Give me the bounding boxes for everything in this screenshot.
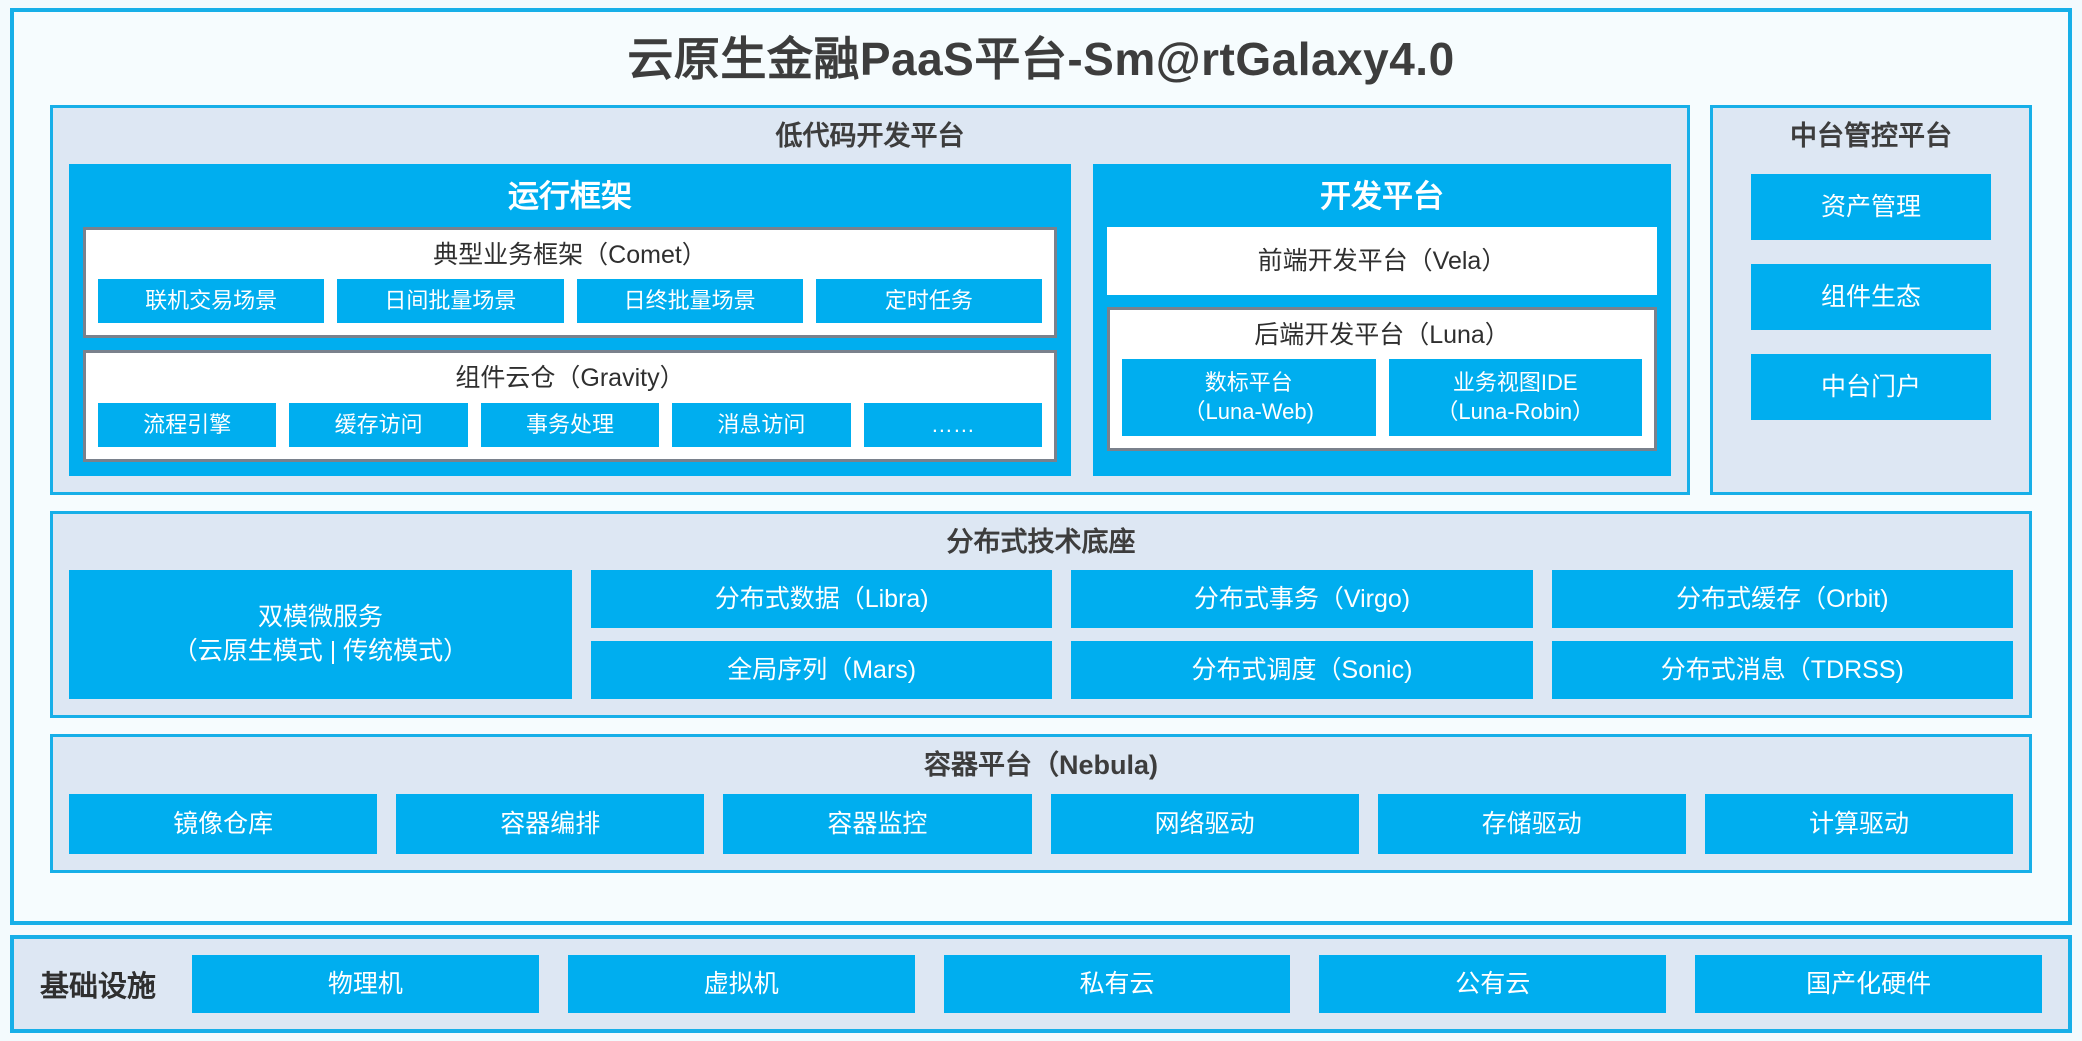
infra-item-physical-machine[interactable]: 物理机 — [192, 955, 539, 1013]
lowcode-platform-title: 低代码开发平台 — [775, 120, 965, 151]
runtime-framework-block: 运行框架 典型业务框架（Comet） 联机交易场景 日间批量场景 日终批量场景 … — [69, 163, 1071, 477]
gravity-item-more[interactable]: …… — [863, 402, 1043, 448]
dist-item-orbit[interactable]: 分布式缓存（Orbit) — [1551, 570, 2013, 629]
runtime-framework-title: 运行框架 — [508, 178, 632, 214]
container-item-network-driver[interactable]: 网络驱动 — [1050, 793, 1359, 854]
gravity-item-cache-access[interactable]: 缓存访问 — [289, 402, 468, 448]
platform-main-card: 云原生金融PaaS平台-Sm@rtGalaxy4.0 低代码开发平台 运行框架 … — [10, 8, 2072, 925]
backend-dev-platform-group: 后端开发平台（Luna） 数标平台 （Luna-Web) 业务视图IDE （Lu… — [1107, 306, 1657, 452]
backend-item-luna-web[interactable]: 数标平台 （Luna-Web) — [1122, 358, 1376, 437]
dist-item-tdrss[interactable]: 分布式消息（TDRSS) — [1551, 641, 2013, 700]
distributed-column-3: 分布式缓存（Orbit) 分布式消息（TDRSS) — [1551, 570, 2013, 700]
backend-dev-platform-title: 后端开发平台（Luna） — [1254, 320, 1510, 349]
comet-group: 典型业务框架（Comet） 联机交易场景 日间批量场景 日终批量场景 定时任务 — [83, 226, 1057, 339]
gravity-item-transaction-processing[interactable]: 事务处理 — [480, 402, 660, 448]
container-item-row: 镜像仓库 容器编排 容器监控 网络驱动 存储驱动 计算驱动 — [69, 793, 2014, 854]
distributed-column-2: 分布式事务（Virgo) 分布式调度（Sonic) — [1071, 570, 1533, 700]
dual-mode-microservice-line1: 双模微服务 — [257, 603, 383, 632]
top-zone: 低代码开发平台 运行框架 典型业务框架（Comet） 联机交易场景 日间批量场景… — [50, 104, 2032, 496]
container-item-compute-driver[interactable]: 计算驱动 — [1704, 793, 2014, 854]
gravity-group-title: 组件云仓（Gravity） — [455, 364, 685, 393]
comet-item-intraday-batch[interactable]: 日间批量场景 — [337, 278, 564, 324]
gravity-chip-row: 流程引擎 缓存访问 事务处理 消息访问 …… — [98, 402, 1043, 448]
frontend-dev-platform-vela[interactable]: 前端开发平台（Vela） — [1107, 226, 1657, 295]
midoffice-control-title: 中台管控平台 — [1790, 120, 1952, 151]
comet-group-title: 典型业务框架（Comet） — [433, 240, 707, 269]
distributed-column-1: 分布式数据（Libra) 全局序列（Mars) — [591, 570, 1053, 700]
lowcode-platform-panel: 低代码开发平台 运行框架 典型业务框架（Comet） 联机交易场景 日间批量场景… — [50, 104, 1690, 496]
midoffice-item-portal[interactable]: 中台门户 — [1751, 353, 1991, 420]
backend-item-luna-web-line2: （Luna-Web) — [1183, 398, 1314, 424]
backend-item-luna-robin[interactable]: 业务视图IDE （Luna-Robin） — [1388, 358, 1642, 437]
container-platform-title: 容器平台（Nebula) — [923, 750, 1158, 781]
midoffice-item-component-ecosystem[interactable]: 组件生态 — [1751, 263, 1991, 330]
dist-item-sonic[interactable]: 分布式调度（Sonic) — [1071, 641, 1533, 700]
midoffice-control-panel: 中台管控平台 资产管理 组件生态 中台门户 — [1710, 104, 2032, 496]
development-platform-block: 开发平台 前端开发平台（Vela） 后端开发平台（Luna） 数标平台 （Lun… — [1093, 163, 1671, 477]
backend-chip-row: 数标平台 （Luna-Web) 业务视图IDE （Luna-Robin） — [1122, 358, 1642, 437]
infra-item-private-cloud[interactable]: 私有云 — [943, 955, 1291, 1013]
gravity-item-message-access[interactable]: 消息访问 — [672, 402, 851, 448]
dist-item-virgo[interactable]: 分布式事务（Virgo) — [1071, 570, 1533, 629]
distributed-base-panel: 分布式技术底座 双模微服务 （云原生模式 | 传统模式） 分布式数据（Libra… — [50, 511, 2032, 719]
dist-item-mars[interactable]: 全局序列（Mars) — [591, 641, 1053, 700]
comet-item-online-transaction[interactable]: 联机交易场景 — [98, 278, 325, 324]
backend-item-luna-robin-line1: 业务视图IDE — [1452, 369, 1578, 395]
container-item-monitoring[interactable]: 容器监控 — [723, 793, 1032, 854]
infrastructure-bar: 基础设施 物理机 虚拟机 私有云 公有云 国产化硬件 — [10, 935, 2072, 1033]
lowcode-body: 运行框架 典型业务框架（Comet） 联机交易场景 日间批量场景 日终批量场景 … — [69, 163, 1671, 477]
backend-item-luna-robin-line2: （Luna-Robin） — [1436, 398, 1595, 424]
dual-mode-microservice-line2: （云原生模式 | 传统模式） — [172, 636, 469, 665]
backend-item-luna-web-line1: 数标平台 — [1204, 369, 1293, 395]
dist-item-libra[interactable]: 分布式数据（Libra) — [591, 570, 1053, 629]
infra-item-public-cloud[interactable]: 公有云 — [1319, 955, 1667, 1013]
comet-item-scheduled-task[interactable]: 定时任务 — [815, 278, 1042, 324]
distributed-body: 双模微服务 （云原生模式 | 传统模式） 分布式数据（Libra) 全局序列（M… — [69, 570, 2013, 700]
comet-chip-row: 联机交易场景 日间批量场景 日终批量场景 定时任务 — [98, 278, 1042, 324]
midoffice-item-list: 资产管理 组件生态 中台门户 — [1729, 173, 2013, 426]
comet-item-eod-batch[interactable]: 日终批量场景 — [576, 278, 803, 324]
container-platform-panel: 容器平台（Nebula) 镜像仓库 容器编排 容器监控 网络驱动 存储驱动 计算… — [50, 734, 2032, 873]
midoffice-item-asset-management[interactable]: 资产管理 — [1751, 173, 1991, 240]
infrastructure-label: 基础设施 — [40, 971, 157, 1003]
container-item-image-registry[interactable]: 镜像仓库 — [69, 793, 378, 854]
infra-item-virtual-machine[interactable]: 虚拟机 — [567, 955, 915, 1013]
gravity-item-process-engine[interactable]: 流程引擎 — [98, 402, 277, 448]
infra-item-domestic-hardware[interactable]: 国产化硬件 — [1695, 955, 2042, 1013]
infrastructure-item-list: 物理机 虚拟机 私有云 公有云 国产化硬件 — [192, 955, 2042, 1013]
development-platform-title: 开发平台 — [1320, 178, 1444, 214]
container-item-orchestration[interactable]: 容器编排 — [396, 793, 705, 854]
gravity-group: 组件云仓（Gravity） 流程引擎 缓存访问 事务处理 消息访问 …… — [83, 350, 1057, 463]
container-item-storage-driver[interactable]: 存储驱动 — [1377, 793, 1686, 854]
distributed-base-title: 分布式技术底座 — [946, 527, 1136, 558]
page-title: 云原生金融PaaS平台-Sm@rtGalaxy4.0 — [627, 33, 1455, 85]
dist-item-dual-mode-microservice[interactable]: 双模微服务 （云原生模式 | 传统模式） — [69, 570, 572, 700]
